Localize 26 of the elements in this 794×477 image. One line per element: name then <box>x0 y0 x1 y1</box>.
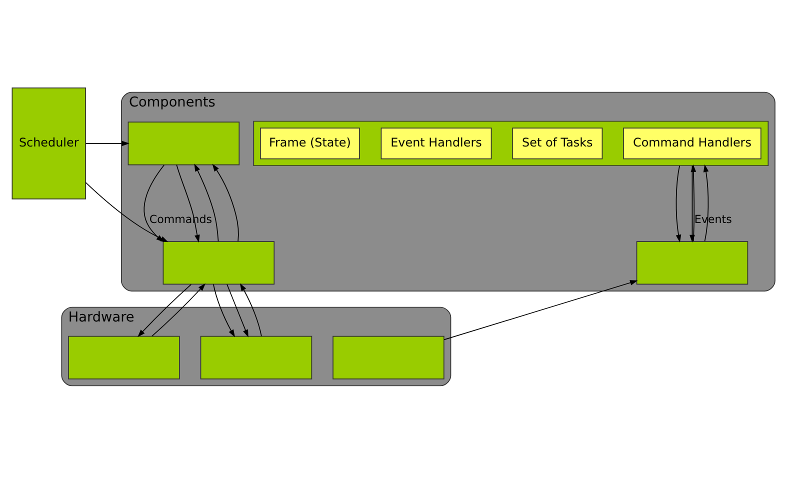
arrow <box>213 283 236 337</box>
node-box <box>332 335 444 379</box>
arrow <box>176 164 200 242</box>
arrow <box>85 140 130 146</box>
arrow <box>144 164 165 242</box>
node-box <box>128 121 240 165</box>
arrow <box>138 283 192 337</box>
node-box <box>200 335 312 379</box>
cluster <box>253 120 769 166</box>
node-box <box>68 335 180 379</box>
arrow <box>676 164 682 242</box>
arrow <box>152 282 206 336</box>
arrow <box>444 280 638 340</box>
node-box <box>636 240 748 284</box>
arrow <box>703 164 709 242</box>
arrow <box>194 163 219 242</box>
arrow <box>226 283 248 337</box>
node-box: Command Handlers <box>623 127 762 159</box>
node-box: Event Handlers <box>380 127 492 159</box>
node-box: Set of Tasks <box>512 127 603 159</box>
arrow <box>212 163 239 242</box>
node-box: Scheduler <box>12 87 86 199</box>
arrow <box>240 282 262 336</box>
node-box: Frame (State) <box>260 127 360 159</box>
cluster: Hardware <box>61 306 452 386</box>
node-box <box>162 240 275 284</box>
